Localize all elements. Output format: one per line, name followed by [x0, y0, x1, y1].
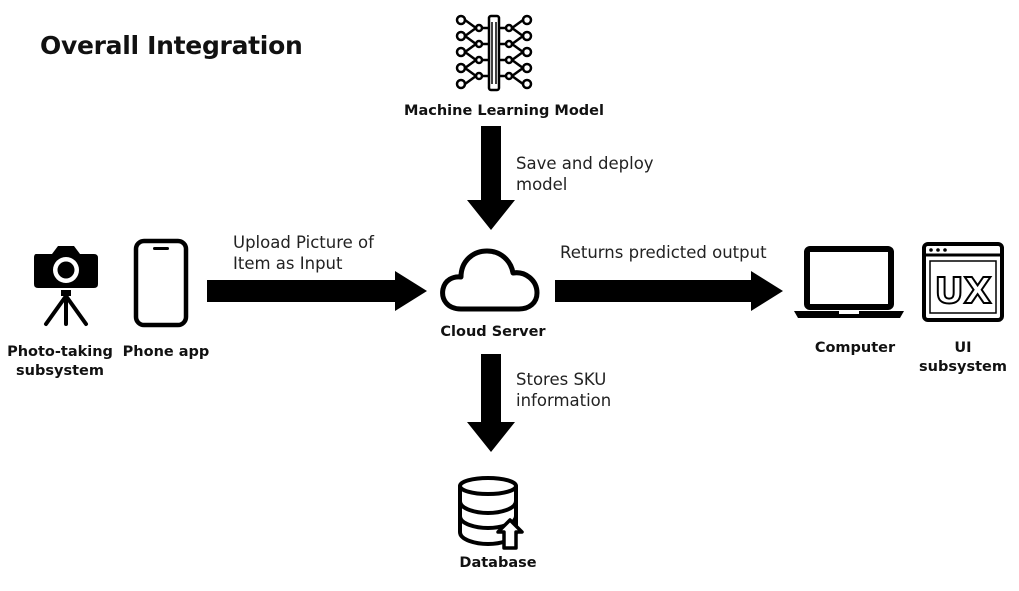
ui-subsystem-label: UI subsystem: [905, 339, 1019, 377]
upload-edge-label-line1: Upload Picture of: [233, 233, 374, 252]
returns-edge-label: Returns predicted output: [560, 242, 767, 263]
laptop-icon: [794, 246, 904, 318]
database-icon: [458, 476, 524, 550]
camera-tripod-icon: [34, 246, 98, 326]
diagram-title: Overall Integration: [40, 31, 303, 60]
arrow-cloud-to-database: [467, 354, 515, 452]
ux-window-icon: UX: [921, 241, 1005, 323]
database-label: Database: [459, 555, 537, 571]
stores-edge-label: Stores SKU information: [516, 369, 611, 411]
phone-app-label: Phone app: [122, 344, 210, 360]
deploy-edge-label-line2: model: [516, 175, 568, 194]
smartphone-icon: [133, 238, 189, 328]
stores-edge-label-line1: Stores SKU: [516, 370, 607, 389]
ui-subsystem-label-line2: subsystem: [919, 359, 1007, 375]
ui-subsystem-label-line1: UI: [954, 340, 972, 356]
returns-edge-label-line1: Returns predicted output: [560, 243, 767, 262]
cloud-icon: [440, 248, 540, 312]
ml-model-label: Machine Learning Model: [404, 103, 604, 119]
arrow-phone-to-cloud: [207, 271, 427, 311]
upload-edge-label: Upload Picture of Item as Input: [233, 232, 374, 274]
deploy-edge-label: Save and deploy model: [516, 153, 654, 195]
upload-edge-label-line2: Item as Input: [233, 254, 343, 273]
deploy-edge-label-line1: Save and deploy: [516, 154, 654, 173]
ux-glyph: UX: [935, 271, 992, 312]
arrow-ml-to-cloud: [467, 126, 515, 230]
neural-network-icon: [455, 14, 533, 92]
photo-taking-label-line1: Photo-taking: [7, 344, 113, 360]
cloud-server-label: Cloud Server: [440, 324, 546, 340]
computer-label: Computer: [814, 340, 896, 356]
arrow-cloud-to-computer: [555, 271, 783, 311]
photo-taking-label-line2: subsystem: [16, 363, 104, 379]
stores-edge-label-line2: information: [516, 391, 612, 410]
photo-taking-label: Photo-taking subsystem: [0, 343, 120, 381]
